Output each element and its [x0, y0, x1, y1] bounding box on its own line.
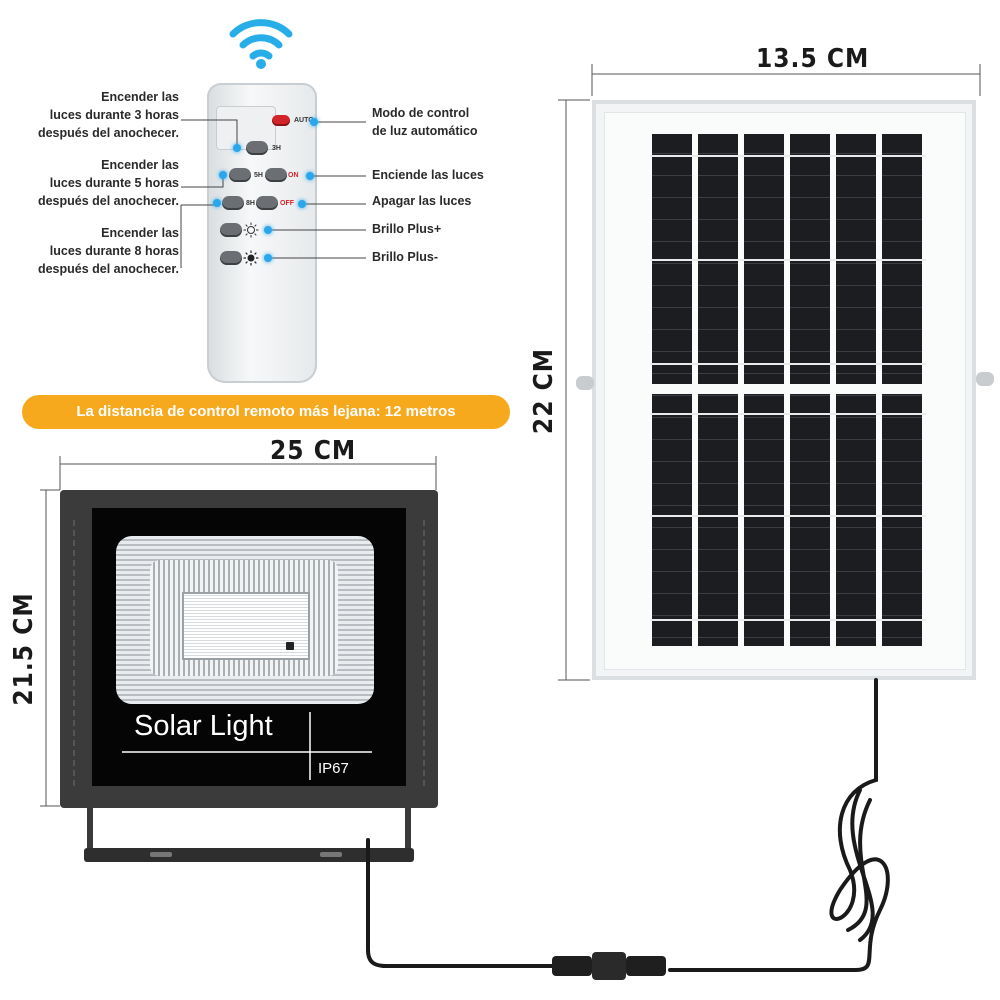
- brand-text: Solar Light: [134, 710, 273, 742]
- remote-leader-lines: [180, 119, 366, 268]
- mount-knob-left: [576, 376, 594, 390]
- 5h-button-label: 5H: [254, 172, 263, 179]
- off-button[interactable]: [256, 196, 278, 210]
- off-button-label: OFF: [280, 200, 294, 207]
- on-button-label: ON: [288, 172, 299, 179]
- ip-rating: IP67: [318, 760, 349, 777]
- 3h-button[interactable]: [246, 141, 268, 155]
- 3h-button-label: 3H: [272, 145, 281, 152]
- housing-fins: [73, 520, 425, 790]
- indicator-dot: [219, 171, 227, 179]
- 8h-button[interactable]: [222, 196, 244, 210]
- brightness-plus-button[interactable]: [220, 223, 242, 237]
- brightness-minus-button[interactable]: [220, 251, 242, 265]
- label-brightness-plus: Brillo Plus+: [372, 222, 442, 236]
- auto-button[interactable]: [272, 115, 290, 126]
- light-dimension-lines: [40, 456, 437, 807]
- indicator-dot: [310, 118, 318, 126]
- mount-knob-right: [976, 372, 994, 386]
- label-8-hours: Encender las luces durante 8 horas despu…: [37, 226, 179, 276]
- panel-width-label: 13.5 CM: [756, 44, 870, 74]
- label-lights-off: Apagar las luces: [372, 194, 472, 208]
- mounting-bracket: [84, 804, 414, 862]
- auto-button-label: AUTO: [294, 117, 314, 124]
- panel-height-label: 22 CM: [529, 347, 559, 435]
- indicator-dot: [233, 144, 241, 152]
- 8h-button-label: 8H: [246, 200, 255, 207]
- 5h-button[interactable]: [229, 168, 251, 182]
- indicator-dot: [213, 199, 221, 207]
- label-3-hours: Encender las luces durante 3 horas despu…: [37, 90, 179, 140]
- light-width-label: 25 CM: [270, 436, 357, 466]
- indicator-dot: [264, 226, 272, 234]
- light-height-label: 21.5 CM: [9, 592, 39, 706]
- wifi-signal-icon: [229, 19, 293, 69]
- panel-dimension-lines: [558, 64, 981, 681]
- sun-outline-icon: [243, 222, 259, 238]
- indicator-dot: [264, 254, 272, 262]
- light-sensor: [286, 642, 294, 650]
- indicator-dot: [306, 172, 314, 180]
- power-cable: [366, 678, 890, 980]
- solar-cells: [650, 134, 926, 646]
- brand-divider: [122, 712, 372, 780]
- remote-range-banner: La distancia de control remoto más lejan…: [22, 395, 510, 429]
- label-brightness-minus: Brillo Plus-: [372, 250, 438, 264]
- on-button[interactable]: [265, 168, 287, 182]
- sun-filled-icon: [243, 250, 259, 266]
- label-lights-on: Enciende las luces: [372, 168, 484, 182]
- indicator-dot: [298, 200, 306, 208]
- label-auto-mode: Modo de control de luz automático: [372, 106, 478, 138]
- label-5-hours: Encender las luces durante 5 horas despu…: [37, 158, 179, 208]
